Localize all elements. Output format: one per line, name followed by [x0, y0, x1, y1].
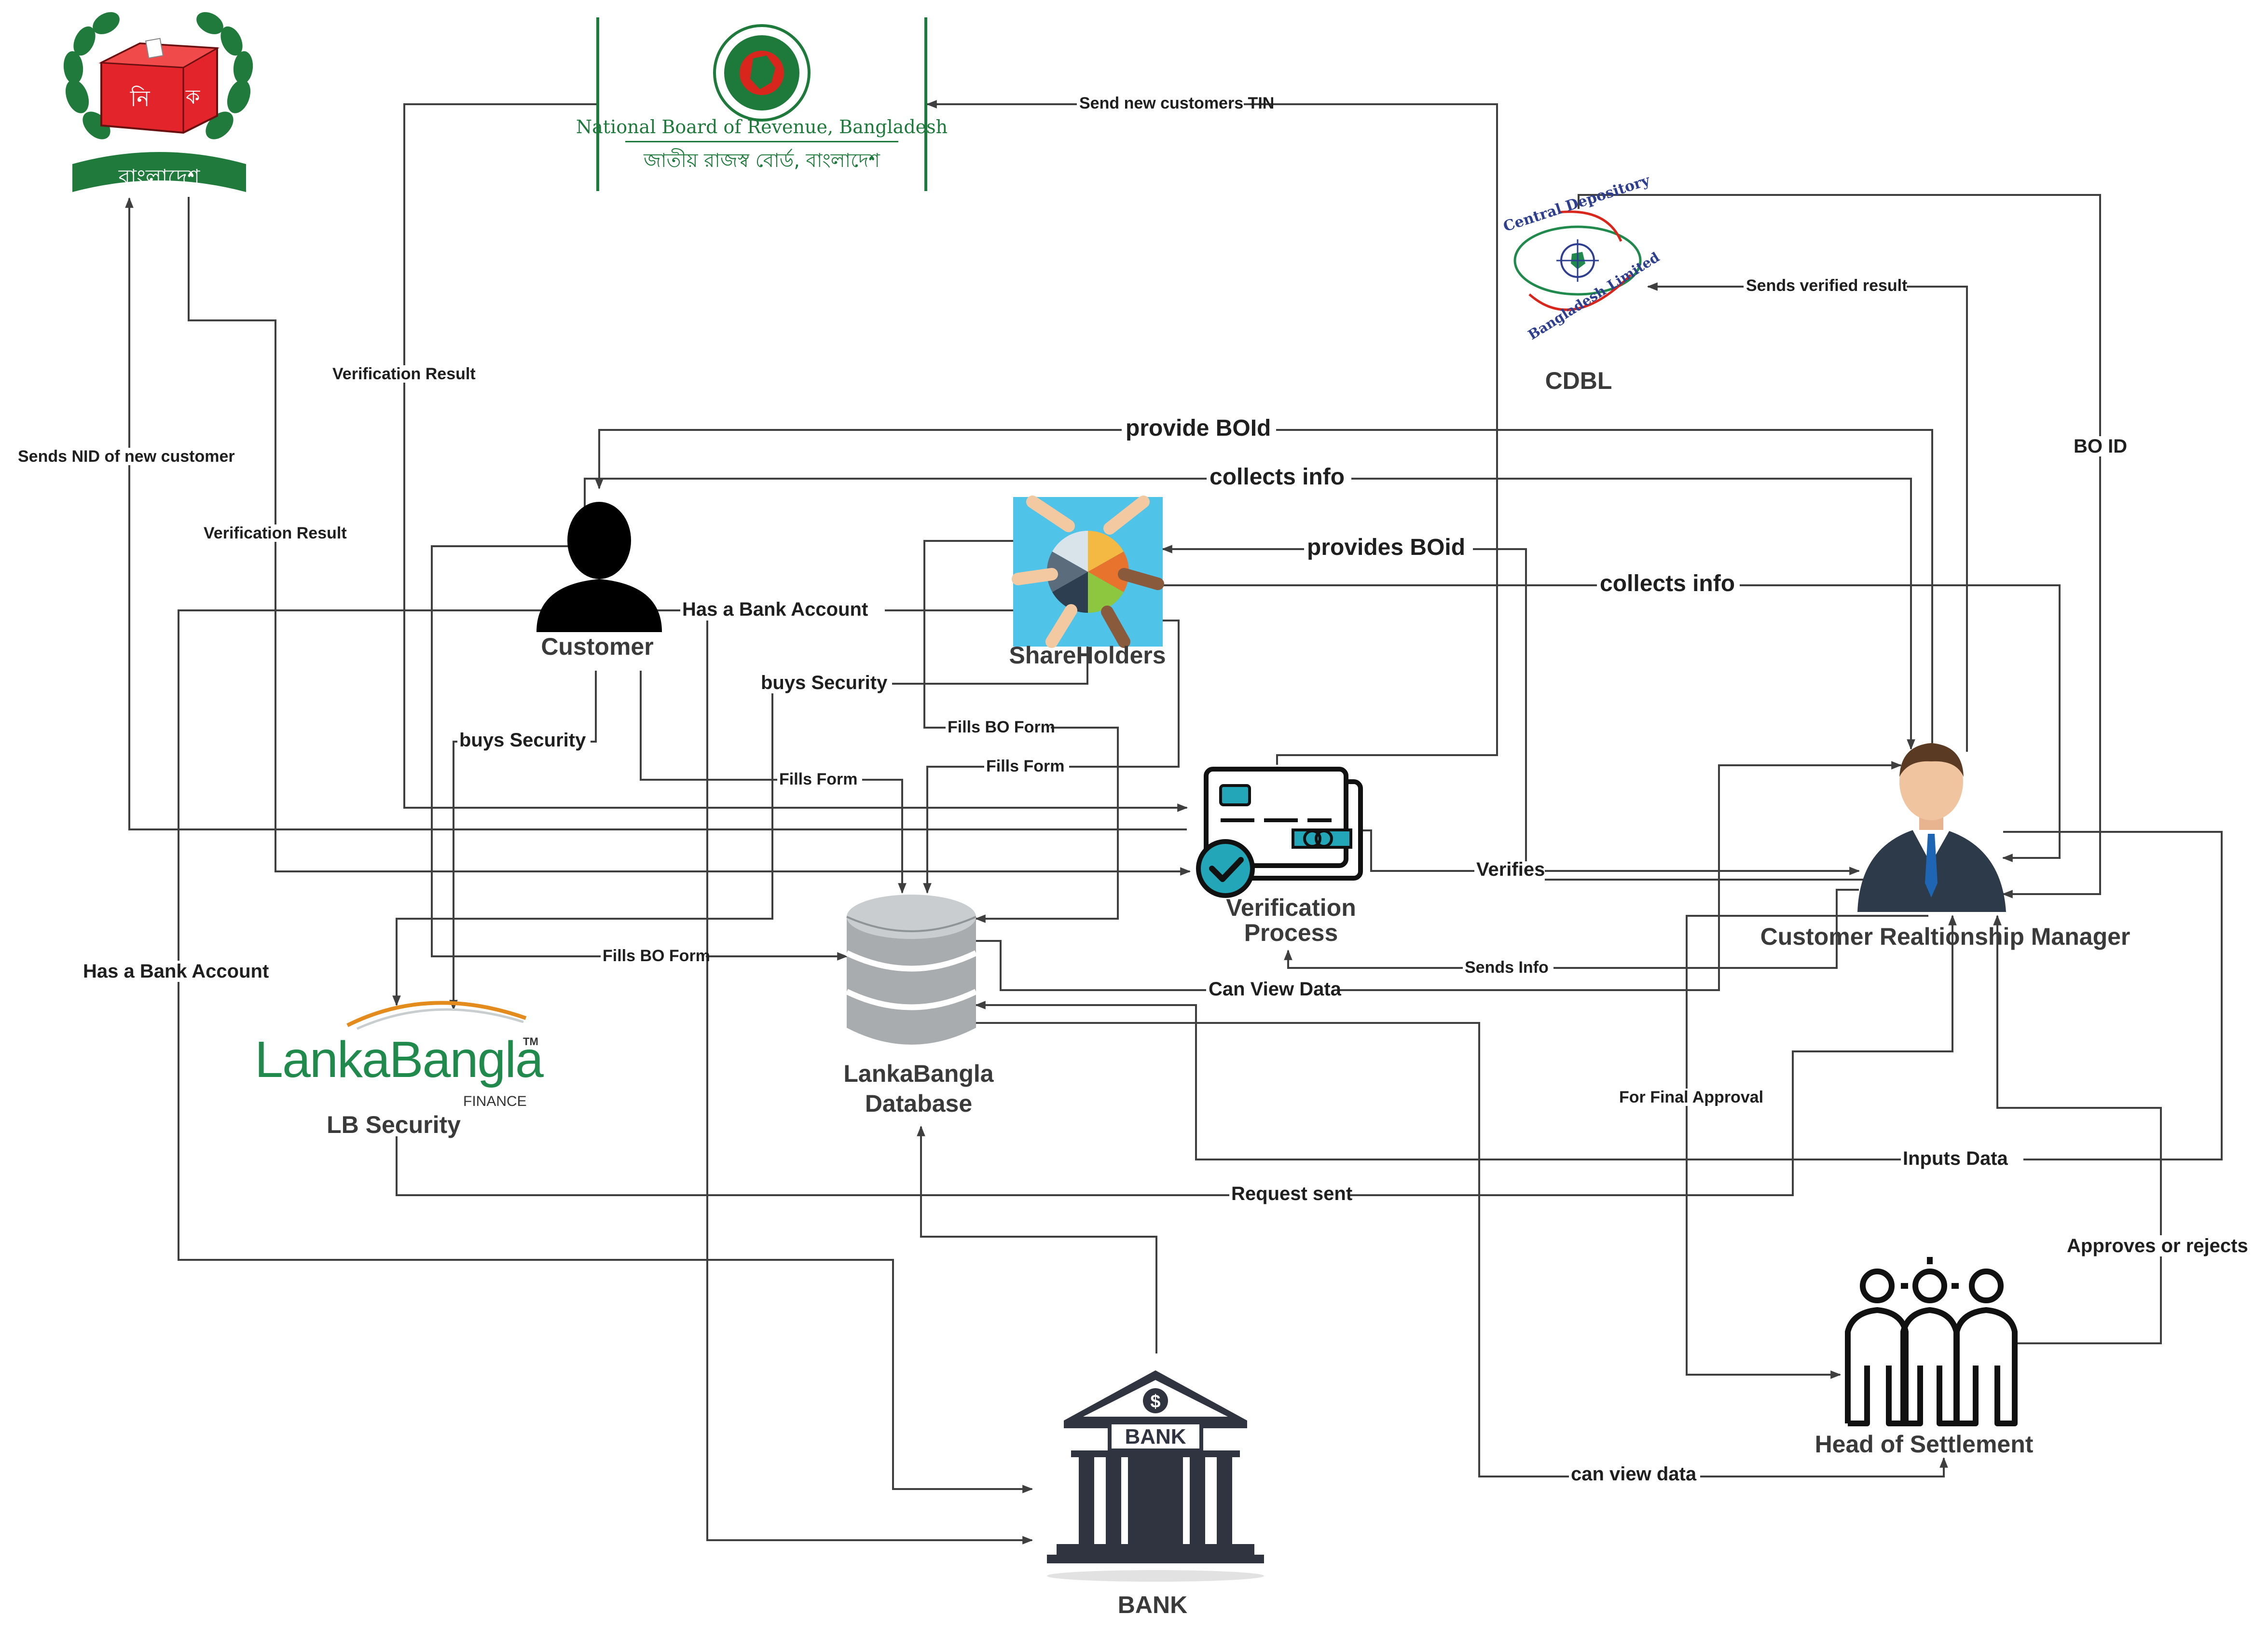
head-of-settlement-node: Head of Settlement	[1815, 1257, 2034, 1458]
shareholders-icon	[1012, 496, 1164, 648]
cdbl-logo-icon: Central Depository Bangladesh Limited	[1501, 172, 1663, 343]
election-commission-logo-icon: নি ক বাংলাদেশ	[63, 12, 253, 192]
team-icon	[1845, 1257, 2018, 1426]
label-sends-nid: Sends NID of new customer	[18, 447, 235, 466]
label-verifies: Verifies	[1476, 859, 1545, 880]
lb-security-node: LankaBangla TM FINANCE LB Security	[255, 1001, 545, 1138]
lb-security-title: LB Security	[327, 1111, 461, 1138]
customer-node: Customer	[536, 502, 662, 660]
edge-can-view-data-hos	[976, 1022, 1948, 1477]
edge-buys-security-customer	[449, 671, 597, 1011]
edge-inputs-data	[975, 831, 2223, 1160]
bank-title: BANK	[1118, 1591, 1187, 1618]
nbr-seal-icon	[713, 24, 811, 122]
label-bo-id: BO ID	[2074, 436, 2127, 457]
edge-fills-form-shareholders	[923, 620, 1180, 894]
person-icon	[536, 502, 662, 632]
label-for-final-approval: For Final Approval	[1619, 1088, 1763, 1106]
label-verification-result-nbr: Verification Result	[332, 365, 476, 383]
label-collects-info-shareholders: collects info	[1600, 571, 1735, 596]
label-inputs-data: Inputs Data	[1903, 1148, 2008, 1169]
edge-sends-nid	[125, 197, 1187, 830]
verification-node: Verification Process	[1196, 767, 1363, 946]
bank-sign: BANK	[1125, 1425, 1186, 1449]
edge-fills-form-customer	[640, 671, 907, 894]
head-of-settlement-title: Head of Settlement	[1815, 1431, 2034, 1458]
label-fills-form-customer: Fills Form	[779, 770, 857, 788]
verification-title-line2: Process	[1244, 919, 1338, 946]
label-can-view-data-hos: can view data	[1571, 1463, 1697, 1485]
ec-box-left-text: নি	[130, 85, 151, 111]
verification-title-line1: Verification	[1226, 894, 1356, 921]
edge-verification-result-ec	[188, 197, 1191, 876]
edge-verifies	[1358, 829, 1860, 875]
label-approves-or-rejects: Approves or rejects	[2067, 1235, 2248, 1256]
bank-building-icon: $ BANK	[1047, 1370, 1264, 1582]
label-has-bank-account-bank: Has a Bank Account	[83, 961, 269, 982]
database-title-line1: LankaBangla	[843, 1060, 994, 1087]
label-collects-info-customer: collects info	[1210, 464, 1345, 490]
nbr-english-text: National Board of Revenue, Bangladesh	[576, 116, 948, 138]
shareholders-node: ShareHolders	[1009, 496, 1166, 669]
database-title-line2: Database	[865, 1090, 972, 1117]
label-request-sent: Request sent	[1231, 1183, 1352, 1204]
shareholders-title: ShareHolders	[1009, 642, 1166, 669]
bank-node: $ BANK BANK	[1047, 1370, 1264, 1618]
manager-avatar-icon	[1857, 743, 2006, 912]
label-fills-form-shareholders: Fills Form	[986, 757, 1064, 775]
label-fills-bo-form-shareholders: Fills BO Form	[948, 718, 1055, 736]
label-buys-security-customer: buys Security	[459, 730, 586, 751]
label-verification-result-ec: Verification Result	[204, 524, 347, 542]
lankabangla-wordmark: LankaBangla	[255, 1031, 544, 1088]
crm-title: Customer Realtionship Manager	[1760, 923, 2131, 950]
lankabangla-tm: TM	[523, 1035, 538, 1048]
label-buys-security-shareholders: buys Security	[761, 672, 888, 693]
label-sends-verified: Sends verified result	[1746, 276, 1907, 295]
ec-banner-text: বাংলাদেশ	[118, 165, 201, 190]
label-has-bank-account-top: Has a Bank Account	[682, 599, 868, 620]
nbr-logo: National Board of Revenue, Bangladesh জা…	[576, 17, 948, 191]
edge-bo-id	[1578, 194, 2101, 898]
label-provides-boid: provides BOid	[1307, 535, 1465, 560]
label-provide-boid: provide BOId	[1126, 415, 1271, 441]
edge-can-view-data-crm	[976, 761, 1902, 991]
label-fills-bo-form-customer: Fills BO Form	[603, 947, 710, 965]
crm-node: Customer Realtionship Manager	[1760, 743, 2131, 950]
cdbl-title: CDBL	[1545, 367, 1612, 394]
edge-buys-security-shareholders	[392, 647, 1088, 1007]
edge-request-sent	[396, 914, 1957, 1196]
lankabangla-finance-text: FINANCE	[463, 1093, 527, 1109]
id-card-check-icon	[1196, 767, 1363, 898]
database-icon	[845, 895, 977, 1045]
edge-bank-database	[917, 1125, 1157, 1353]
customer-title: Customer	[541, 633, 653, 660]
lankabangla-logo-icon: LankaBangla TM FINANCE	[255, 1001, 545, 1109]
edge-labels: Send new customers TIN Sends verified re…	[14, 94, 2257, 1485]
label-send-tin: Send new customers TIN	[1079, 94, 1274, 112]
election-commission-logo: নি ক বাংলাদেশ	[63, 12, 253, 192]
svg-text:$: $	[1150, 1392, 1160, 1412]
edge-has-bank-account-bank	[178, 609, 1033, 1493]
edge-send-tin	[926, 100, 1498, 765]
ec-box-right-text: ক	[185, 85, 200, 109]
edge-sends-verified	[1647, 282, 1968, 752]
nbr-bangla-text: জাতীয় রাজস্ব বোর্ড, বাংলাদেশ	[643, 148, 880, 172]
edge-sends-info	[1284, 889, 1859, 969]
label-can-view-data-crm: Can View Data	[1209, 979, 1342, 1000]
edge-approves-or-rejects	[1993, 914, 2162, 1344]
edge-for-final-approval	[1686, 915, 1928, 1379]
label-sends-info: Sends Info	[1465, 958, 1549, 977]
database-node: LankaBangla Database	[843, 895, 994, 1117]
edge-verification-result-nbr	[403, 103, 1188, 812]
cdbl-node: Central Depository Bangladesh Limited CD…	[1501, 172, 1663, 394]
